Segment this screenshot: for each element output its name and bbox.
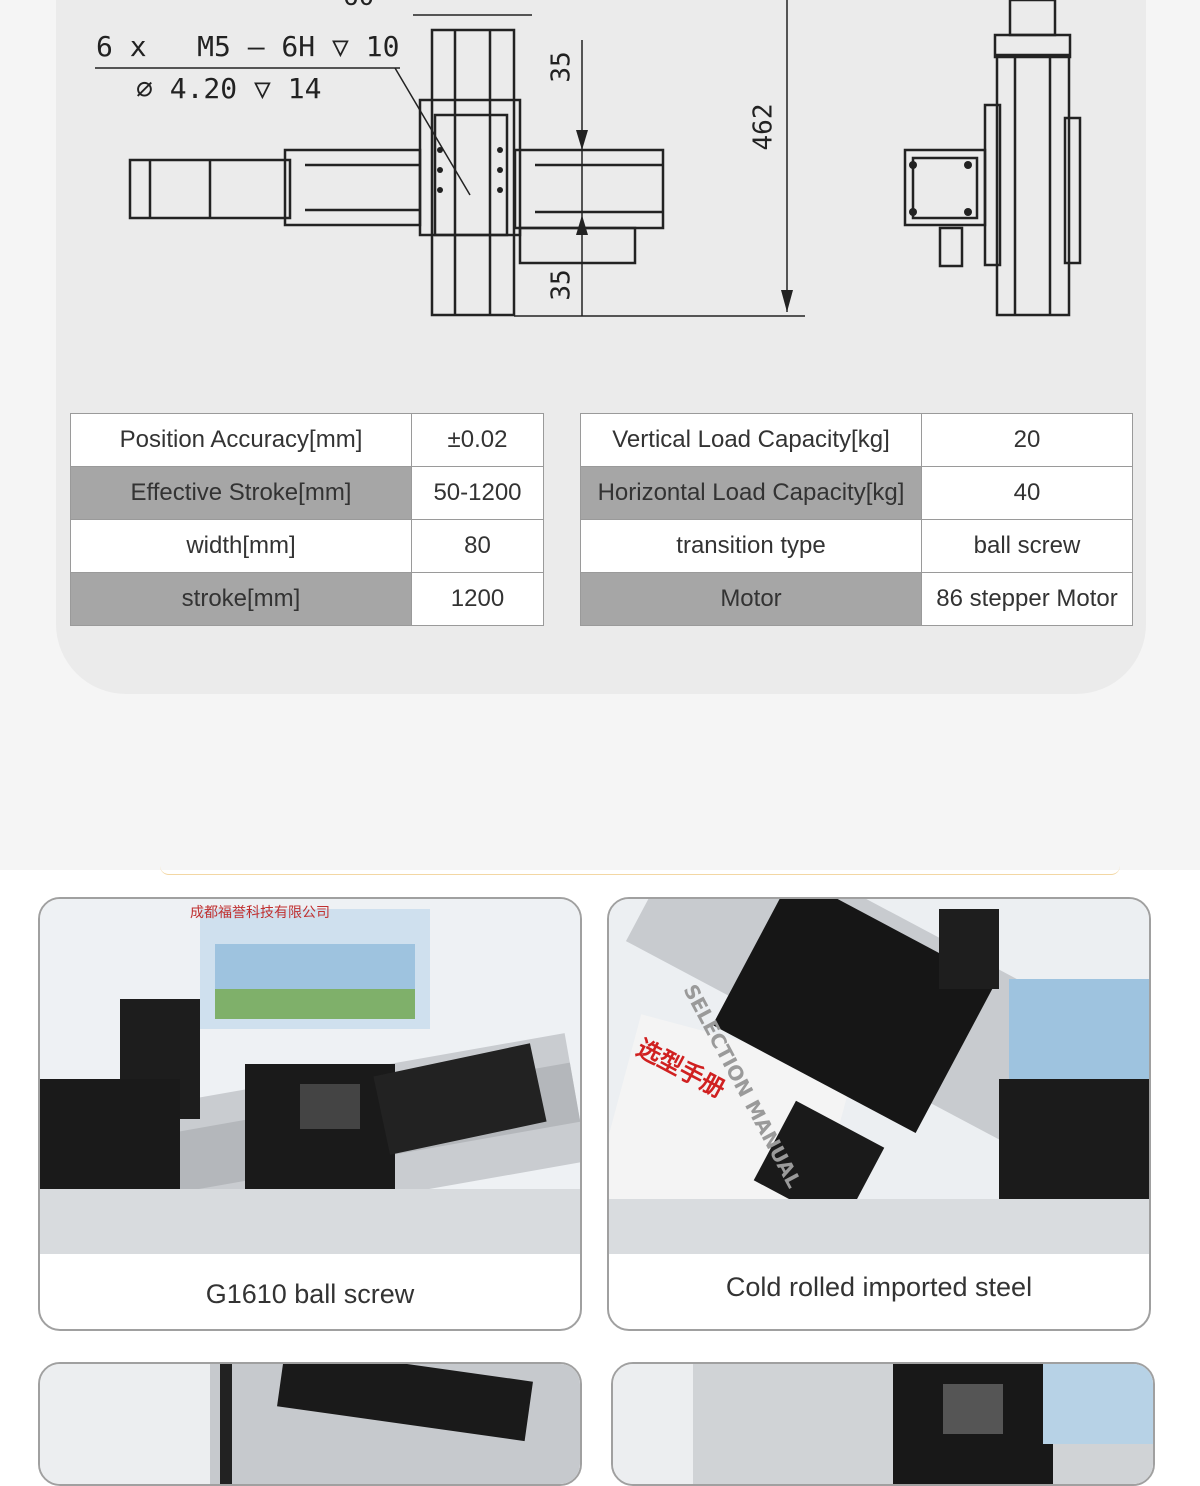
spec-value: 40 xyxy=(921,466,1133,520)
hole-spec-line2: ∅ 4.20 ▽ 14 xyxy=(136,72,322,105)
gallery-caption: Cold rolled imported steel xyxy=(725,1272,1033,1302)
product-photo-steel xyxy=(609,899,1149,1254)
table-row: stroke[mm]1200 xyxy=(70,572,544,626)
table-row: Position Accuracy[mm]±0.02 xyxy=(70,413,544,467)
gallery-card-3[interactable] xyxy=(38,1362,582,1486)
table-row: width[mm]80 xyxy=(70,519,544,573)
spec-label: Vertical Load Capacity[kg] xyxy=(580,413,922,467)
product-photo-ball-screw xyxy=(40,899,580,1254)
hole-spec-line1: 6 x M5 — 6H ▽ 10 xyxy=(96,30,400,63)
spec-table-left: Position Accuracy[mm]±0.02 Effective Str… xyxy=(70,413,544,626)
dimension-label-462: 462 xyxy=(748,103,779,151)
spec-table-right: Vertical Load Capacity[kg]20 Horizontal … xyxy=(580,413,1133,626)
technical-drawing xyxy=(95,0,1082,317)
spec-label: stroke[mm] xyxy=(70,572,412,626)
spec-label: Motor xyxy=(580,572,922,626)
product-photo-3 xyxy=(40,1364,580,1484)
table-row: Vertical Load Capacity[kg]20 xyxy=(580,413,1133,467)
table-row: Effective Stroke[mm]50-1200 xyxy=(70,466,544,520)
spec-value: 86 stepper Motor xyxy=(921,572,1133,626)
spec-label: Effective Stroke[mm] xyxy=(70,466,412,520)
gallery-card-4[interactable] xyxy=(611,1362,1155,1486)
section-divider xyxy=(160,866,1120,875)
gallery-caption: G1610 ball screw xyxy=(205,1279,415,1309)
spec-value: 50-1200 xyxy=(411,466,544,520)
gallery-card-steel[interactable]: 选型手册 SELECTION MANUAL Cold rolled import… xyxy=(607,897,1151,1331)
spec-value: 20 xyxy=(921,413,1133,467)
dimension-label-35-lower: 35 xyxy=(546,269,577,301)
spec-label: width[mm] xyxy=(70,519,412,573)
spec-label: transition type xyxy=(580,519,922,573)
spec-label: Position Accuracy[mm] xyxy=(70,413,412,467)
table-row: Horizontal Load Capacity[kg]40 xyxy=(580,466,1133,520)
spec-value: ball screw xyxy=(921,519,1133,573)
gallery-card-ball-screw[interactable]: 成都福誉科技有限公司 G1610 ball screw xyxy=(38,897,582,1331)
spec-value: ±0.02 xyxy=(411,413,544,467)
spec-value: 1200 xyxy=(411,572,544,626)
product-photo-4 xyxy=(613,1364,1153,1484)
spec-label: Horizontal Load Capacity[kg] xyxy=(580,466,922,520)
dimension-label-top: 60 xyxy=(343,0,374,12)
dimension-label-35-upper: 35 xyxy=(546,51,577,83)
spec-value: 80 xyxy=(411,519,544,573)
photo-text-company: 成都福誉科技有限公司 xyxy=(190,905,330,921)
